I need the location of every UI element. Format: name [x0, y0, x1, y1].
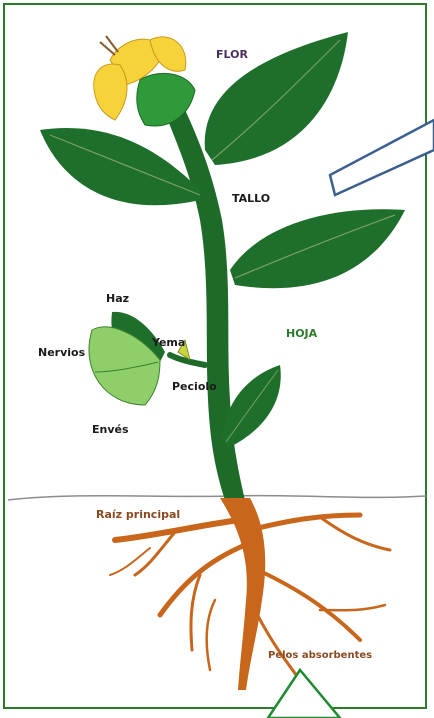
label-tallo: TALLO — [232, 192, 270, 205]
label-nervios: Nervios — [38, 346, 85, 359]
label-yema: Yema — [152, 336, 185, 349]
label-pelos-absorbentes: Pelos absorbentes — [268, 650, 372, 661]
blue-annotation-box — [330, 120, 434, 195]
label-raiz-principal: Raíz principal — [96, 508, 180, 521]
label-hoja: HOJA — [286, 327, 317, 340]
label-flor: FLOR — [216, 48, 248, 61]
flower-petal-2 — [94, 64, 127, 120]
label-peciolo: Peciolo — [172, 380, 217, 393]
ground-line — [8, 496, 426, 500]
label-enves: Envés — [92, 423, 129, 436]
green-annotation-box — [268, 670, 340, 718]
label-haz: Haz — [106, 292, 129, 305]
